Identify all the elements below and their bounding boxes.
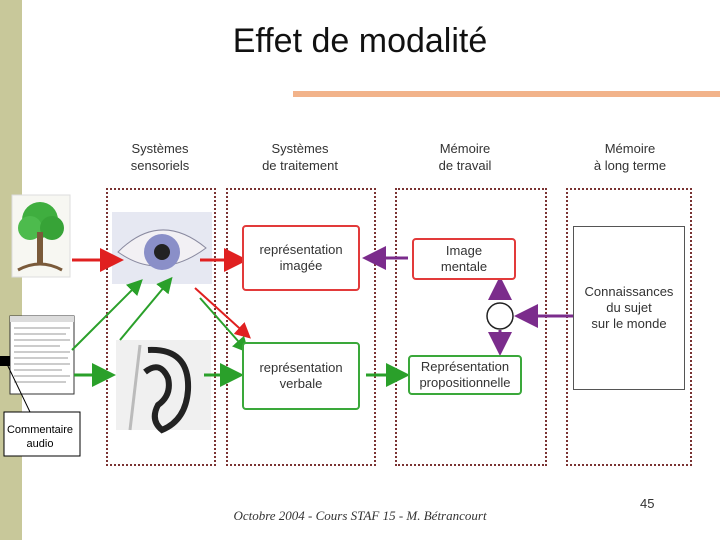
box-representation-propositionnelle: Représentation propositionnelle [408, 355, 522, 395]
ear-icon [116, 340, 211, 434]
column-long-terme [566, 188, 692, 466]
page-number: 45 [640, 496, 655, 511]
col-header-long-terme: Mémoire à long terme [593, 141, 667, 173]
box-image-mentale: Image mentale [412, 238, 516, 280]
eye-icon [112, 212, 212, 284]
col-header-traitement: Systèmes de traitement [262, 141, 338, 173]
footer-text: Octobre 2004 - Cours STAF 15 - M. Bétran… [233, 508, 487, 523]
callout-text: Commentaire audio [6, 424, 74, 450]
column-sensoriels [106, 188, 216, 466]
column-traitement [226, 188, 376, 466]
box-representation-imagee: représentation imagée [242, 225, 360, 291]
tree-icon [11, 194, 71, 278]
column-travail [395, 188, 547, 466]
callout-shape [3, 361, 81, 457]
document-icon [9, 315, 75, 395]
left-decor-bar [0, 0, 22, 540]
col-header-sensoriels: Systèmes sensoriels [130, 141, 190, 173]
box-representation-verbale: représentation verbale [242, 342, 360, 410]
title-accent-line [293, 91, 720, 97]
slide-title: Effet de modalité [232, 22, 488, 60]
box-connaissances: Connaissances du sujet sur le monde [573, 226, 685, 390]
col-header-travail: Mémoire de travail [438, 141, 492, 173]
